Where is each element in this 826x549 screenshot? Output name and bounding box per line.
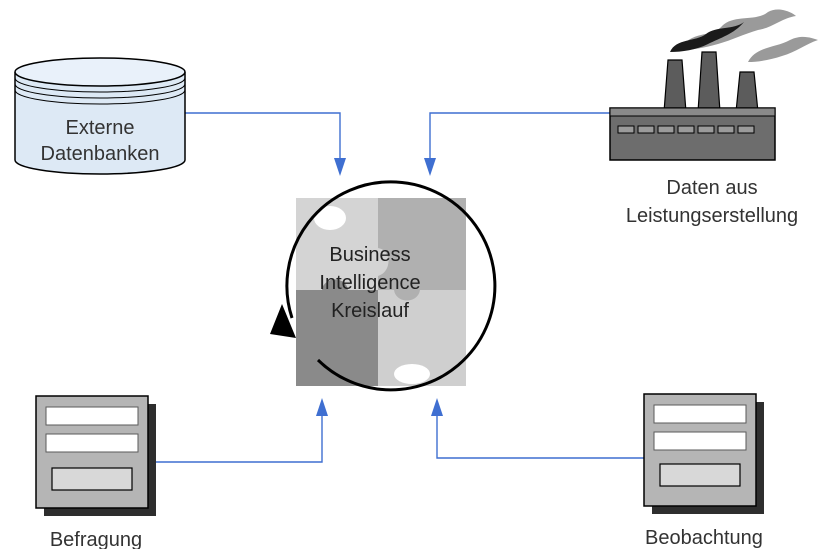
externe-label-line1: Externe <box>66 117 135 139</box>
leistung-label-line2: Leistungserstellung <box>626 205 798 227</box>
arrowheads <box>316 158 443 416</box>
bi-cycle-center: Business Intelligence Kreislauf <box>270 180 497 392</box>
connectors <box>155 112 645 463</box>
connector-befragung <box>155 412 323 463</box>
leistung-label-line1: Daten aus <box>666 177 757 199</box>
center-label-line1: Business <box>329 244 410 266</box>
connector-leistung <box>429 112 610 165</box>
arrowhead-down-right <box>424 158 436 176</box>
befragung-label: Befragung <box>50 529 142 549</box>
connector-beobachtung <box>436 412 645 459</box>
beobachtung-label: Beobachtung <box>645 527 763 549</box>
arrowhead-up-right <box>431 398 443 416</box>
cycle-arrow-icon <box>270 180 497 392</box>
connector-externe <box>185 112 341 165</box>
arrowhead-up-left <box>316 398 328 416</box>
center-label-line2: Intelligence <box>319 272 420 294</box>
arrowhead-down-left <box>334 158 346 176</box>
puzzle-icon <box>296 198 466 386</box>
form-icon-befragung: Befragung <box>35 395 156 549</box>
factory-icon: Daten aus Leistungserstellung <box>609 9 818 227</box>
center-label-line3: Kreislauf <box>331 300 409 322</box>
form-icon-beobachtung: Beobachtung <box>643 393 764 549</box>
database-cylinder-icon: Externe Datenbanken <box>14 57 186 175</box>
externe-label-line2: Datenbanken <box>41 143 160 165</box>
